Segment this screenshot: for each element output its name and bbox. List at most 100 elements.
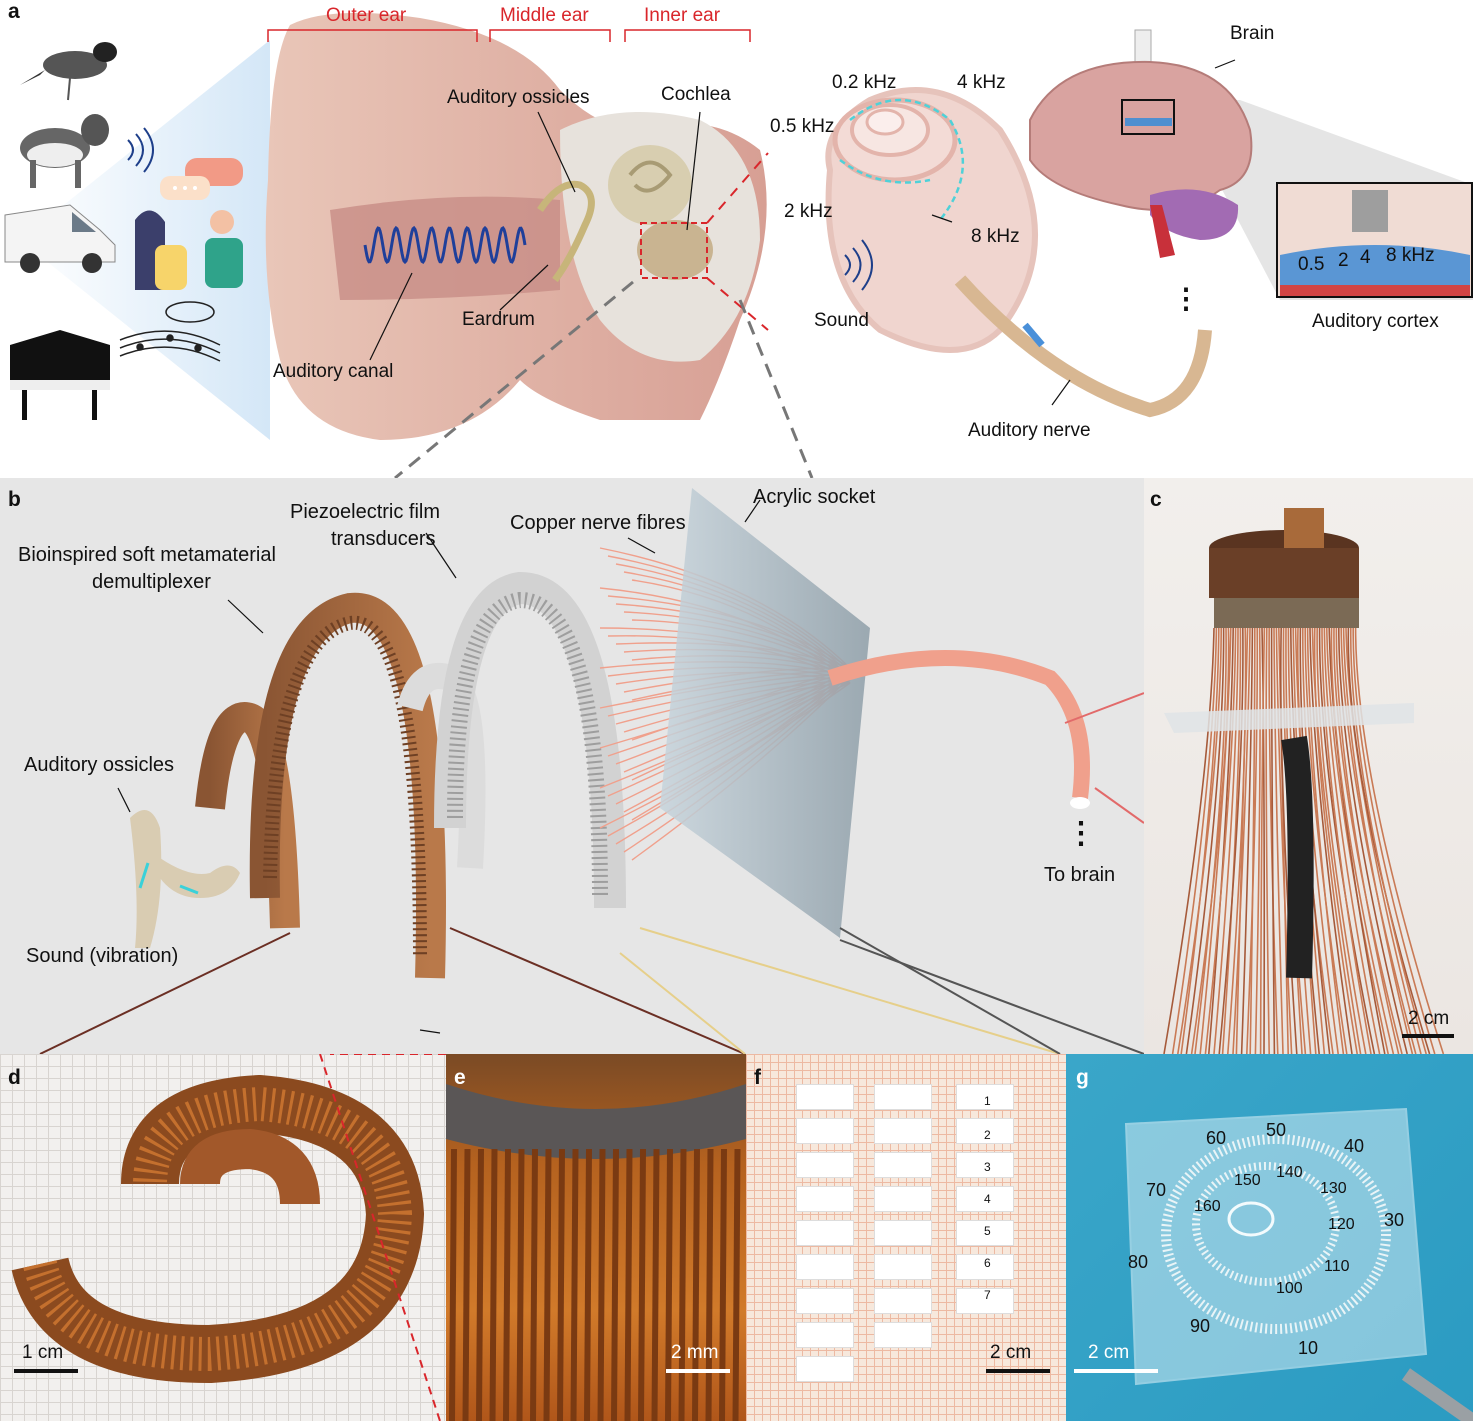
demux-closeup-illustration — [446, 1084, 746, 1421]
panel-a: a — [0, 0, 1473, 478]
outer-ear-label: Outer ear — [326, 5, 407, 26]
cochlea-spiral-diagram — [825, 87, 1212, 418]
transducer-number-2: 2 — [984, 1128, 991, 1142]
freq-8-khz-label: 8 kHz — [971, 226, 1020, 247]
panel-c-photo: c 2 cm — [1144, 478, 1473, 1054]
auditory-canal-label: Auditory canal — [273, 361, 394, 382]
scale-label-c: 2 cm — [1408, 1008, 1450, 1029]
eardrum-label: Eardrum — [462, 309, 535, 330]
transducer-film — [796, 1254, 854, 1280]
transducer-film — [956, 1254, 1014, 1280]
cortex-inset-4-label: 4 — [1360, 247, 1371, 268]
demux-photo-illustration — [11, 1054, 446, 1421]
socket-number-150: 150 — [1234, 1172, 1261, 1189]
scale-bar-g — [1074, 1369, 1158, 1373]
freq-0-5-khz-label: 0.5 kHz — [770, 116, 835, 137]
scale-label-f: 2 cm — [990, 1342, 1032, 1363]
transducer-number-7: 7 — [984, 1288, 991, 1302]
transducer-film — [796, 1152, 854, 1178]
acrylic-socket-label: Acrylic socket — [753, 486, 876, 508]
panel-letter-a: a — [8, 0, 20, 23]
transducer-film — [956, 1152, 1014, 1178]
panel-letter-d: d — [8, 1066, 21, 1089]
socket-number-110: 110 — [1324, 1258, 1350, 1275]
panel-f-photo: f 1 2 3 4 5 6 7 2 cm — [746, 1054, 1066, 1421]
people-talking-icon — [135, 158, 243, 290]
panel-letter-g: g — [1076, 1066, 1089, 1089]
cortex-inset-8-khz-label: 8 kHz — [1386, 245, 1435, 266]
transducer-number-1: 1 — [984, 1094, 991, 1108]
socket-number-120: 120 — [1328, 1216, 1355, 1233]
device-photo-illustration — [1163, 508, 1445, 1054]
socket-number-70: 70 — [1146, 1180, 1167, 1200]
transducer-number-3: 3 — [984, 1160, 991, 1174]
transducer-film — [956, 1186, 1014, 1212]
middle-ear-label: Middle ear — [500, 5, 589, 26]
transducer-film — [874, 1186, 932, 1212]
panel-letter-c: c — [1150, 488, 1162, 511]
acrylic-socket-photo-illustration — [1124, 1107, 1473, 1421]
auditory-cortex-label: Auditory cortex — [1312, 311, 1439, 332]
dog-icon — [20, 114, 109, 188]
bird-icon — [20, 42, 117, 101]
socket-number-80: 80 — [1128, 1252, 1149, 1272]
to-brain-ellipsis: ⋮ — [1066, 817, 1096, 850]
transducer-film — [796, 1118, 854, 1144]
transducer-film — [796, 1084, 854, 1110]
inner-ear-label: Inner ear — [644, 5, 721, 26]
panel-b: b — [0, 478, 1144, 1054]
scale-bar-f — [986, 1369, 1050, 1373]
transducer-film — [874, 1288, 932, 1314]
transducer-number-4: 4 — [984, 1192, 991, 1206]
device-exploded-view — [39, 488, 1144, 1054]
scale-bar-d — [14, 1369, 78, 1373]
sound-sources-illustration — [4, 40, 270, 440]
transducer-film — [956, 1220, 1014, 1246]
piezo-label-line1: Piezoelectric film — [290, 501, 441, 523]
brain-ellipsis: ⋮ — [1172, 283, 1200, 314]
sound-vibration-label: Sound (vibration) — [26, 945, 179, 967]
transducer-film — [796, 1356, 854, 1382]
freq-0-2-khz-label: 0.2 kHz — [832, 72, 897, 93]
scale-label-e: 2 mm — [671, 1342, 719, 1363]
music-notes-icon — [119, 301, 221, 362]
scale-label-d: 1 cm — [22, 1342, 64, 1363]
socket-number-140: 140 — [1276, 1164, 1303, 1181]
socket-number-50: 50 — [1266, 1120, 1287, 1140]
transducer-film — [796, 1220, 854, 1246]
transducer-film — [956, 1118, 1014, 1144]
ossicles-3d-icon — [130, 810, 240, 948]
socket-number-160: 160 — [1194, 1198, 1221, 1215]
demux-label-line2: demultiplexer — [92, 571, 211, 593]
transducer-film — [874, 1084, 932, 1110]
panel-d-photo: d 1 cm — [0, 1054, 446, 1421]
transducer-film — [796, 1186, 854, 1212]
socket-number-90: 90 — [1190, 1316, 1211, 1336]
transducer-number-6: 6 — [984, 1256, 991, 1270]
van-icon — [4, 204, 116, 273]
transducer-film — [874, 1254, 932, 1280]
sound-label: Sound — [814, 310, 869, 331]
socket-number-130: 130 — [1320, 1180, 1347, 1197]
scale-label-g: 2 cm — [1088, 1342, 1130, 1363]
piezo-label-line2: transducers — [331, 528, 436, 550]
brain-label: Brain — [1230, 23, 1275, 44]
panel-letter-f: f — [754, 1066, 761, 1089]
to-brain-label: To brain — [1044, 864, 1116, 886]
scale-bar-e — [666, 1369, 730, 1373]
transducer-film — [956, 1288, 1014, 1314]
transducer-film — [796, 1322, 854, 1348]
socket-number-10: 10 — [1298, 1338, 1319, 1358]
transducer-number-5: 5 — [984, 1224, 991, 1238]
auditory-nerve-label: Auditory nerve — [968, 420, 1091, 441]
socket-number-30: 30 — [1384, 1210, 1405, 1230]
socket-number-40: 40 — [1344, 1136, 1365, 1156]
copper-fibres-label: Copper nerve fibres — [510, 512, 686, 534]
freq-4-khz-label: 4 kHz — [957, 72, 1006, 93]
piano-icon — [10, 330, 110, 420]
transducer-film — [796, 1288, 854, 1314]
auditory-ossicles-label: Auditory ossicles — [447, 87, 590, 108]
transducer-film — [874, 1220, 932, 1246]
cochlea-icon — [608, 145, 713, 280]
socket-number-60: 60 — [1206, 1128, 1227, 1148]
